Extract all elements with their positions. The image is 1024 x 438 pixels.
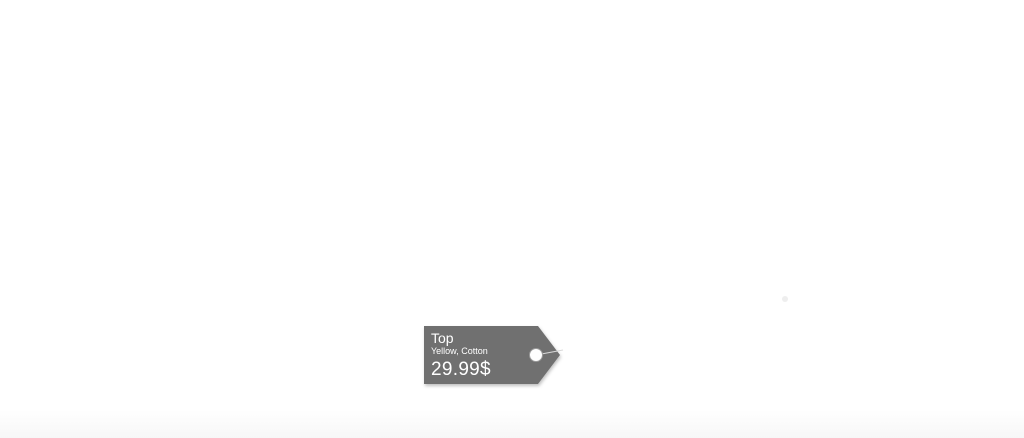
bottom-fade bbox=[0, 410, 1024, 438]
price-tag-shape bbox=[424, 326, 564, 384]
price-tag[interactable]: Top Yellow, Cotton 29.99$ bbox=[423, 325, 564, 385]
product-name: Top bbox=[431, 330, 454, 346]
product-price: 29.99$ bbox=[431, 359, 491, 380]
tag-hole-icon bbox=[529, 348, 543, 362]
tag-text-group: Top Yellow, Cotton 29.99$ bbox=[431, 330, 491, 381]
tag-body bbox=[424, 326, 560, 384]
product-details: Yellow, Cotton bbox=[431, 346, 488, 356]
background-speck bbox=[782, 296, 788, 302]
